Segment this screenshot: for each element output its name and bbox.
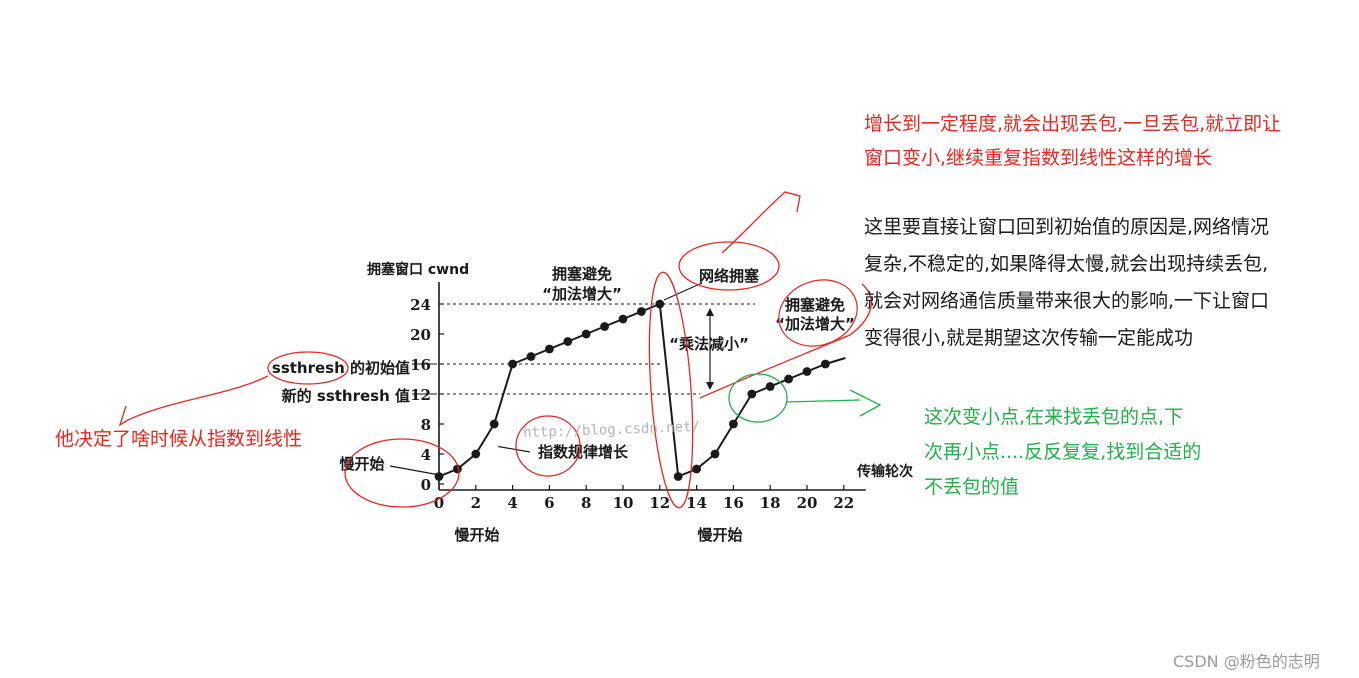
y-tick-label: 24 [410,296,431,314]
exp-ellipse [515,415,581,477]
congestion-pointer [663,282,703,301]
congestion-label: 网络拥塞 [699,267,760,285]
annotations: 拥塞避免“加法增大”拥塞避免“加法增大”网络拥塞“乘法减小”ssthresh 的… [272,265,855,544]
data-point [471,449,481,459]
data-point [618,314,628,324]
y-axis-label: 拥塞窗口 cwnd [367,261,469,278]
data-point [765,382,775,391]
x-slow-start-label: 慢开始 [454,526,499,544]
ca2-label: “加法增大” [775,315,855,333]
ca2-label: 拥塞避免 [785,296,845,314]
series-line [677,363,826,478]
x-tick-label: 22 [833,494,854,512]
ssthresh-link [118,375,269,427]
data-point [508,359,517,369]
slowstart-ellipse [344,438,460,508]
x-axis-label: 传输轮次 [856,463,913,480]
ssthresh-new-label: 新的 ssthresh 值 [282,387,410,405]
green-note-line: 这次变小点,在来找丢包的点,下 [924,406,1184,428]
ca1-label: 拥塞避免 [552,265,612,283]
congestion-circle [678,241,780,291]
x-tick-label: 18 [760,494,781,512]
new-ssthresh-circle [728,373,788,423]
black-note-line: 变得很小,就是期望这次传输一定能成功 [864,327,1194,349]
data-point [710,449,720,459]
x-tick-label: 2 [471,494,481,512]
axes: 拥塞窗口 cwnd 传输轮次 [367,261,913,491]
red-note-line: 增长到一定程度,就会出现丢包,一旦丢包,就立即让 [864,113,1282,135]
x-tick-label: 4 [507,494,517,512]
y-tick-label: 16 [410,356,431,374]
data-point [729,419,738,429]
ssthresh-init-label: ssthresh 的初始值 [272,359,410,377]
drop-ellipse [648,271,694,509]
x-tick-label: 14 [686,494,707,512]
data-point [434,472,444,481]
y-tick-label: 20 [410,326,431,344]
hand-drawn-marks [118,191,882,509]
red-note-line: 窗口变小,继续重复指数到线性这样的增长 [864,147,1213,169]
green-note: 这次变小点,在来找丢包的点,下 次再小点....反反复复,找到合适的 不丢包的值 [924,400,1201,505]
data-point [563,337,573,346]
data-point [581,329,591,339]
data-point [545,344,554,354]
y-tick-label: 12 [410,386,431,404]
data-point [453,464,462,474]
x-tick-label: 6 [544,494,554,512]
green-arrow [785,389,882,417]
black-note-right: 这里要直接让窗口回到初始值的原因是,网络情况 复杂,不稳定的,如果降得太慢,就会… [864,209,1269,357]
md-arrowhead [706,308,714,316]
footer-credit: CSDN @粉色的志明 [1173,652,1320,671]
congestion-arrow [721,191,801,254]
x-tick-label: 20 [797,494,818,512]
y-tick-label: 4 [421,446,431,464]
data-point [692,464,701,474]
data-point [784,374,793,384]
x-tick-label: 0 [434,494,444,512]
slow-start-pointer [389,465,438,476]
green-note-line: 不丢包的值 [924,476,1020,498]
x-tick-label: 8 [581,494,591,512]
ca2-link [699,283,872,399]
exp-growth-label: 指数规律增长 [538,443,629,461]
x-slow-start-label: 慢开始 [697,526,742,544]
series [434,299,846,481]
exp-pointer [498,445,531,453]
data-point [489,419,499,429]
x-tick-label: 12 [649,494,670,512]
x-tick-label: 16 [723,494,744,512]
reference-lines [441,303,755,395]
black-note-line: 这里要直接让窗口回到初始值的原因是,网络情况 [864,216,1270,238]
data-point [600,322,609,331]
green-note-line: 次再小点....反反复复,找到合适的 [924,441,1202,463]
black-note-line: 就会对网络通信质量带来很大的影响,一下让窗口 [864,290,1270,312]
slow-start-label: 慢开始 [339,455,384,473]
md-arrowhead [706,382,714,390]
black-note-line: 复杂,不稳定的,如果降得太慢,就会出现持续丢包, [864,253,1269,275]
red-note-left: 他决定了啥时候从指数到线性 [55,428,303,450]
y-tick-label: 0 [421,476,431,494]
red-note-right: 增长到一定程度,就会出现丢包,一旦丢包,就立即让 窗口变小,继续重复指数到线性这… [864,107,1281,175]
data-point [802,367,812,376]
x-tick-label: 10 [613,494,634,512]
y-tick-label: 8 [421,416,431,434]
md-label: “乘法减小” [669,335,749,353]
series-extension [825,357,846,365]
ssthresh-ellipse [267,351,349,385]
data-point [655,299,665,309]
ca1-label: “加法增大” [542,285,622,303]
drop-line [658,303,680,477]
data-point [747,389,757,399]
data-point [637,307,646,316]
data-point [526,352,536,361]
